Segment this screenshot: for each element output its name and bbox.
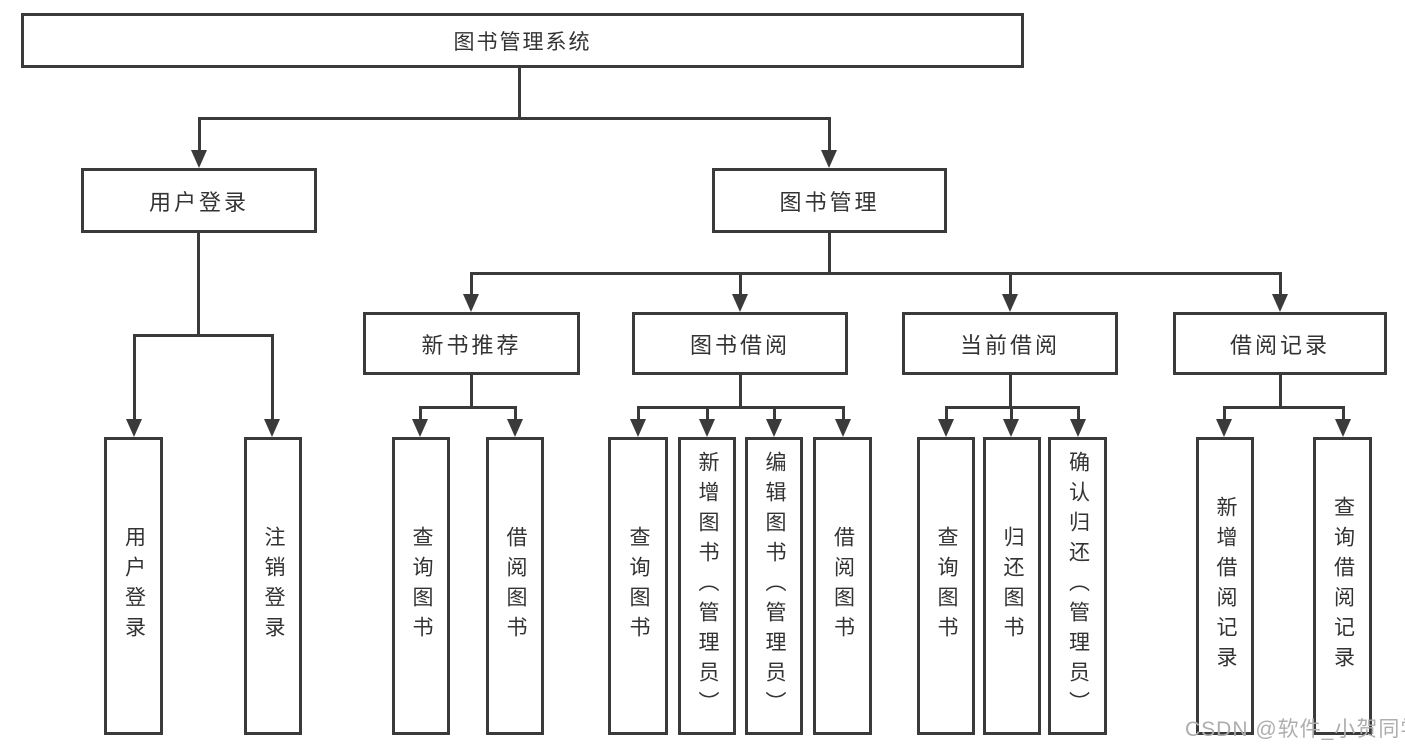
leaf-label: 新增借阅记录 bbox=[1214, 496, 1237, 676]
arrow-down-icon bbox=[699, 419, 715, 437]
node-new-book-recommend-label: 新书推荐 bbox=[421, 332, 522, 358]
arrow-down-icon bbox=[732, 294, 748, 312]
connector-line bbox=[1342, 406, 1345, 421]
node-new-book-recommend: 新书推荐 bbox=[363, 312, 580, 375]
node-leaf-query-books-1: 查询图书 bbox=[392, 437, 450, 735]
leaf-label: 注销登录 bbox=[262, 526, 285, 646]
connector-line bbox=[1223, 406, 1344, 409]
connector-line bbox=[637, 406, 640, 421]
connector-line bbox=[470, 375, 473, 408]
watermark: CSDN @软件_小贺同学 bbox=[1185, 718, 1405, 741]
connector-line bbox=[1010, 406, 1013, 421]
node-root-library-system: 图书管理系统 bbox=[21, 13, 1024, 68]
arrow-down-icon bbox=[126, 419, 142, 437]
node-leaf-query-books-2: 查询图书 bbox=[608, 437, 668, 735]
arrow-down-icon bbox=[938, 419, 954, 437]
connector-line bbox=[945, 406, 948, 421]
connector-line bbox=[271, 334, 274, 421]
node-leaf-return-book: 归还图书 bbox=[983, 437, 1041, 735]
connector-line bbox=[706, 406, 709, 421]
arrow-down-icon bbox=[835, 419, 851, 437]
node-leaf-borrow-books-1: 借阅图书 bbox=[486, 437, 544, 735]
node-borrow-records-label: 借阅记录 bbox=[1229, 332, 1330, 358]
leaf-label: 归还图书 bbox=[1001, 526, 1024, 646]
arrow-down-icon bbox=[1272, 294, 1288, 312]
connector-line bbox=[637, 406, 845, 409]
arrow-down-icon bbox=[1216, 419, 1232, 437]
leaf-label: 新增图书（管理员） bbox=[696, 451, 719, 721]
node-book-management: 图书管理 bbox=[712, 168, 947, 233]
node-leaf-logout: 注销登录 bbox=[244, 437, 302, 735]
connector-line bbox=[1009, 272, 1012, 296]
node-leaf-user-login: 用户登录 bbox=[104, 437, 163, 735]
node-current-borrow-label: 当前借阅 bbox=[959, 332, 1060, 358]
connector-line bbox=[842, 406, 845, 421]
node-root-label: 图书管理系统 bbox=[453, 30, 592, 54]
connector-line bbox=[1279, 375, 1282, 408]
connector-line bbox=[419, 406, 517, 409]
connector-line bbox=[470, 272, 1282, 275]
node-leaf-borrow-books-2: 借阅图书 bbox=[813, 437, 872, 735]
arrow-down-icon bbox=[1002, 294, 1018, 312]
arrow-down-icon bbox=[191, 150, 207, 168]
leaf-label: 查询图书 bbox=[935, 526, 958, 646]
arrow-down-icon bbox=[630, 419, 646, 437]
node-leaf-add-borrow-record: 新增借阅记录 bbox=[1196, 437, 1254, 735]
leaf-label: 用户登录 bbox=[122, 526, 146, 646]
leaf-label: 查询借阅记录 bbox=[1331, 496, 1355, 676]
connector-line bbox=[828, 233, 831, 274]
connector-line bbox=[197, 233, 200, 336]
node-user-login-label: 用户登录 bbox=[148, 189, 249, 215]
arrow-down-icon bbox=[463, 294, 479, 312]
connector-line bbox=[1223, 406, 1226, 421]
connector-line bbox=[198, 117, 201, 151]
leaf-label: 确认归还（管理员） bbox=[1066, 451, 1090, 721]
connector-line bbox=[514, 406, 517, 421]
arrow-down-icon bbox=[507, 419, 523, 437]
connector-line bbox=[739, 375, 742, 408]
node-borrow-records: 借阅记录 bbox=[1173, 312, 1387, 375]
node-book-management-label: 图书管理 bbox=[779, 189, 880, 215]
connector-line bbox=[198, 117, 831, 120]
node-leaf-confirm-return-admin: 确认归还（管理员） bbox=[1048, 437, 1107, 735]
node-leaf-edit-book-admin: 编辑图书（管理员） bbox=[745, 437, 803, 735]
node-book-borrow-label: 图书借阅 bbox=[689, 332, 790, 358]
leaf-label: 编辑图书（管理员） bbox=[763, 451, 786, 721]
connector-line bbox=[133, 334, 274, 337]
arrow-down-icon bbox=[412, 419, 428, 437]
node-leaf-query-books-3: 查询图书 bbox=[917, 437, 975, 735]
connector-line bbox=[133, 334, 136, 421]
node-current-borrow: 当前借阅 bbox=[902, 312, 1118, 375]
connector-line bbox=[419, 406, 422, 421]
leaf-label: 借阅图书 bbox=[504, 526, 527, 646]
arrow-down-icon bbox=[1335, 419, 1351, 437]
connector-line bbox=[1009, 375, 1012, 408]
node-leaf-add-book-admin: 新增图书（管理员） bbox=[678, 437, 736, 735]
node-book-borrow: 图书借阅 bbox=[632, 312, 848, 375]
leaf-label: 查询图书 bbox=[627, 526, 650, 646]
connector-line bbox=[1279, 272, 1282, 296]
node-leaf-query-borrow-record: 查询借阅记录 bbox=[1313, 437, 1372, 735]
connector-line bbox=[773, 406, 776, 421]
connector-line bbox=[828, 117, 831, 151]
arrow-down-icon bbox=[1003, 419, 1019, 437]
leaf-label: 借阅图书 bbox=[831, 526, 855, 646]
arrow-down-icon bbox=[264, 419, 280, 437]
connector-line bbox=[470, 272, 473, 296]
connector-line bbox=[518, 68, 521, 117]
arrow-down-icon bbox=[821, 150, 837, 168]
connector-line bbox=[1077, 406, 1080, 421]
node-user-login: 用户登录 bbox=[81, 168, 317, 233]
arrow-down-icon bbox=[766, 419, 782, 437]
connector-line bbox=[739, 272, 742, 296]
arrow-down-icon bbox=[1070, 419, 1086, 437]
leaf-label: 查询图书 bbox=[410, 526, 433, 646]
